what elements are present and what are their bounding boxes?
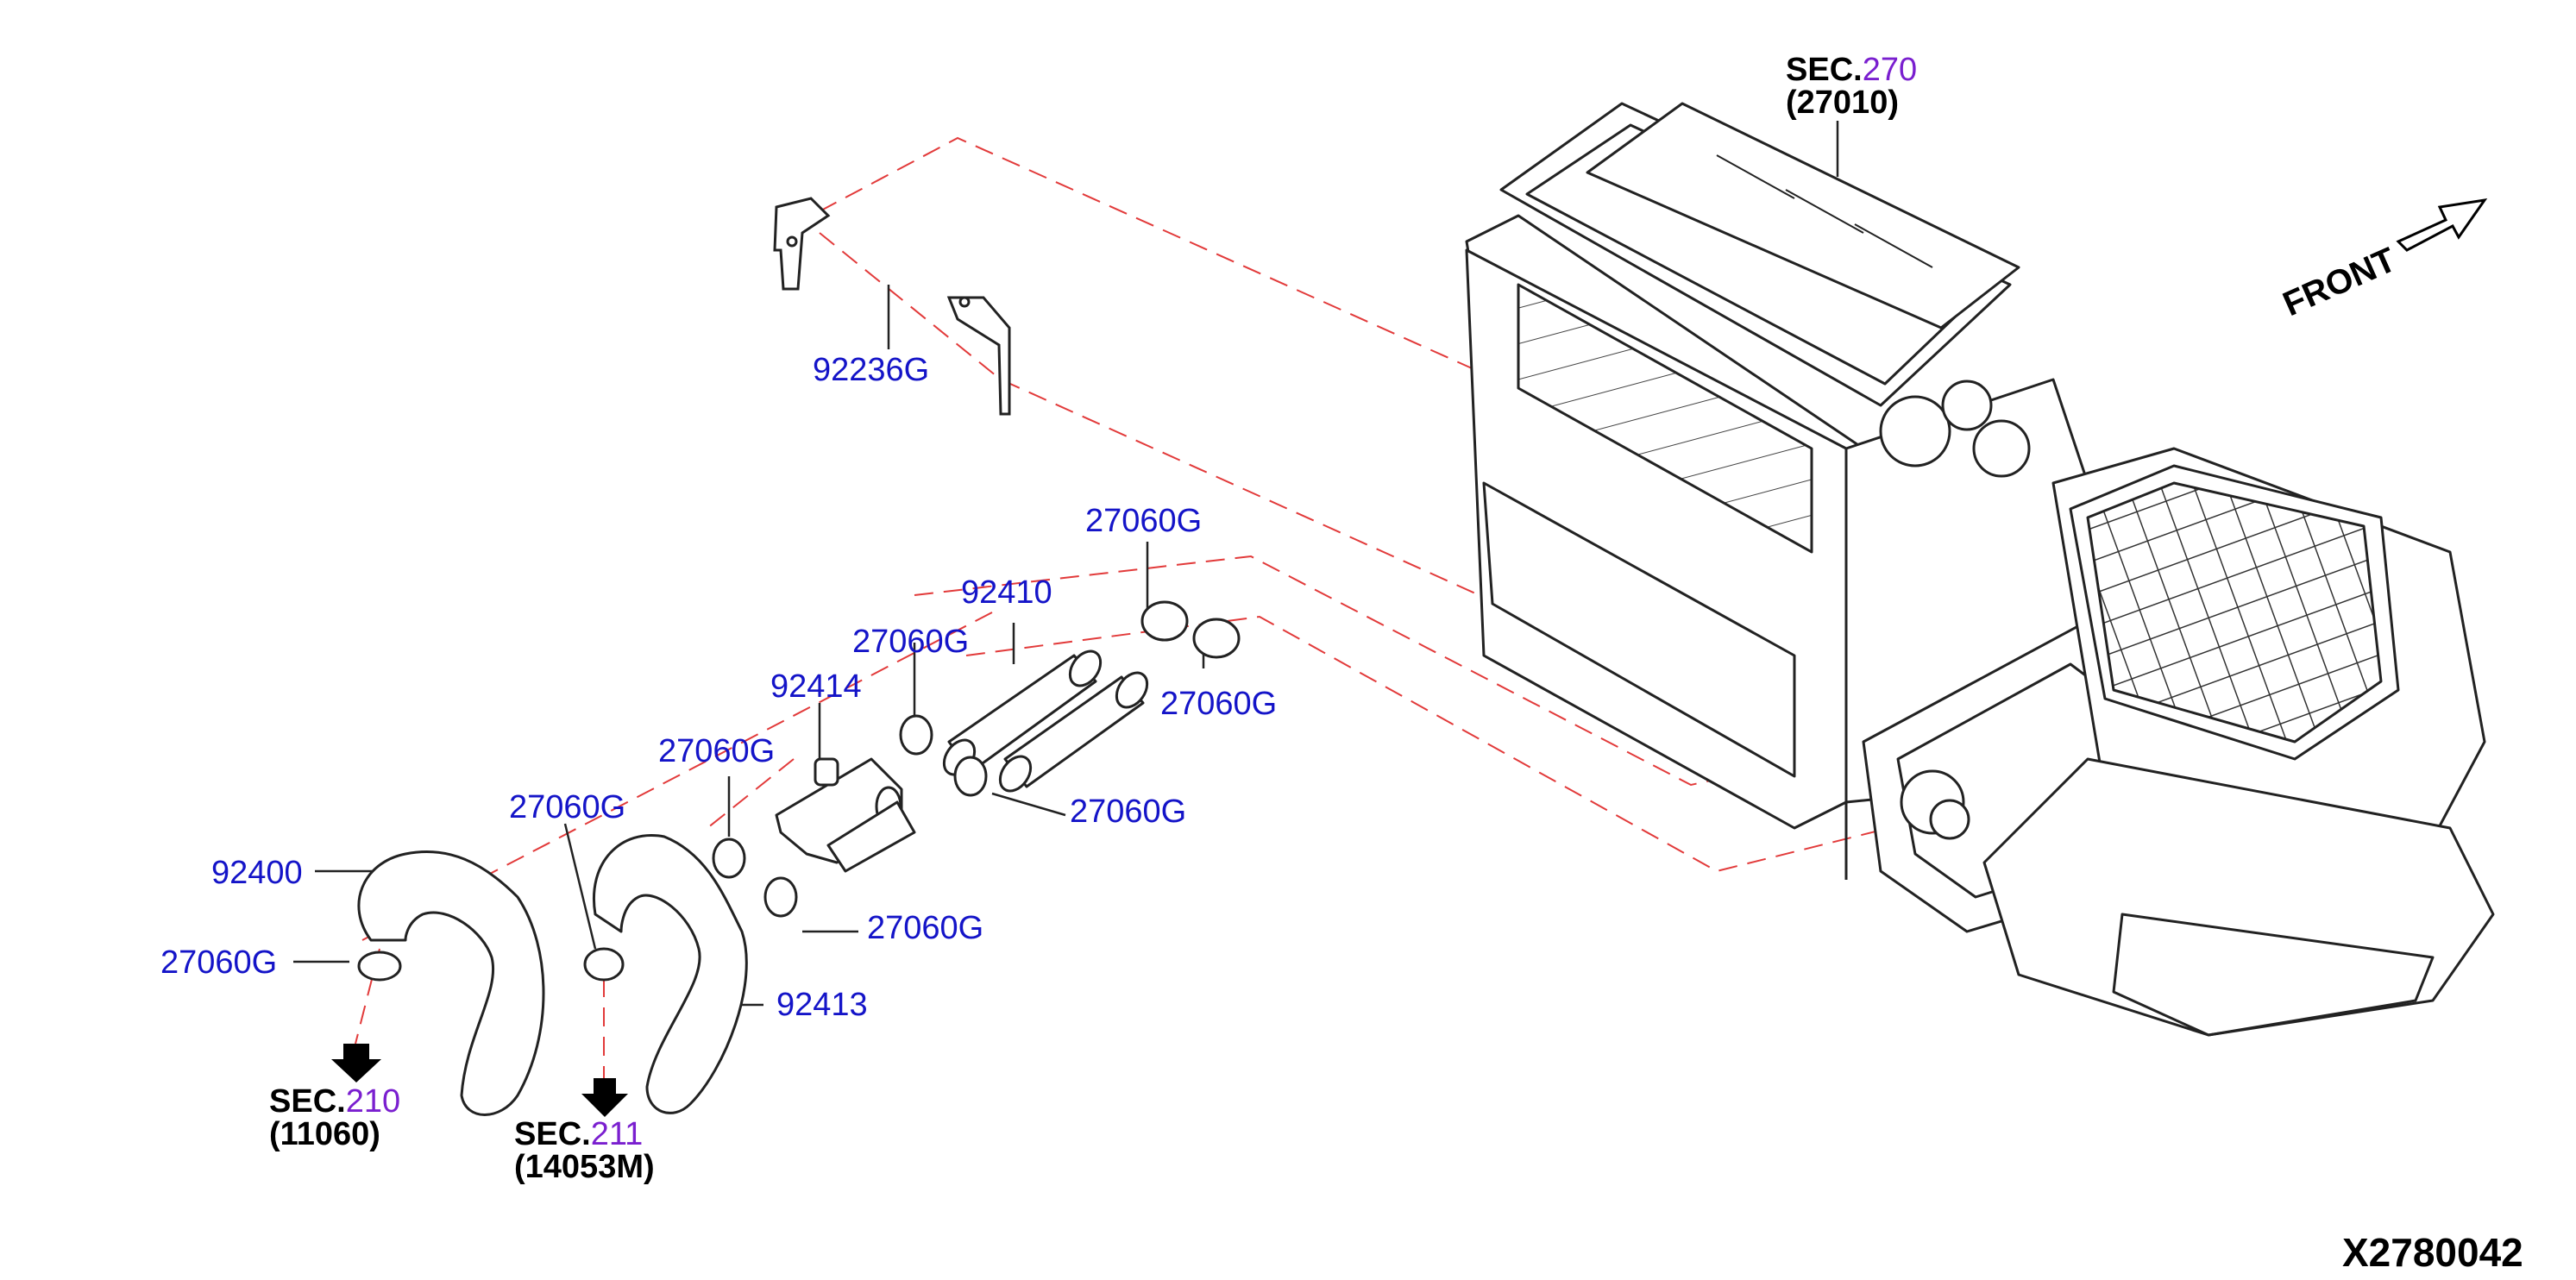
part-label-27060g-top[interactable]: 27060G xyxy=(1085,503,1203,539)
part-label-92413[interactable]: 92413 xyxy=(776,987,868,1023)
part-label-27060g-upper-left[interactable]: 27060G xyxy=(509,789,626,825)
section-code: (14053M) xyxy=(514,1149,655,1185)
part-label-27060g-right[interactable]: 27060G xyxy=(1160,686,1278,722)
figure-id: X2780042 xyxy=(2342,1230,2523,1275)
bracket-92236g xyxy=(773,197,1011,416)
leader-lines xyxy=(293,121,1839,1007)
section-ref-210[interactable]: SEC.210 (11060) xyxy=(269,1085,400,1151)
part-label-27060g-center[interactable]: 27060G xyxy=(1070,794,1187,830)
part-label-92236g[interactable]: 92236G xyxy=(813,352,930,388)
part-label-92410[interactable]: 92410 xyxy=(961,574,1052,611)
heater-unit-assembly xyxy=(1465,102,2495,1037)
section-number: 211 xyxy=(590,1116,644,1152)
section-prefix: SEC. xyxy=(514,1116,591,1152)
section-ref-211[interactable]: SEC.211 (14053M) xyxy=(514,1118,655,1183)
section-prefix: SEC. xyxy=(269,1083,346,1120)
section-code: (11060) xyxy=(269,1116,380,1152)
section-code: (27010) xyxy=(1786,85,1899,121)
part-label-27060g-mid[interactable]: 27060G xyxy=(852,624,970,660)
section-ref-270[interactable]: SEC.270 (27010) xyxy=(1786,53,1917,119)
section-number: 270 xyxy=(1862,52,1918,88)
section-number: 210 xyxy=(345,1083,401,1120)
part-label-27060g-valve[interactable]: 27060G xyxy=(658,733,776,769)
front-arrow xyxy=(2396,198,2488,252)
section-prefix: SEC. xyxy=(1786,52,1863,88)
part-label-92400[interactable]: 92400 xyxy=(211,855,303,891)
part-label-27060g-bottom[interactable]: 27060G xyxy=(867,910,984,946)
hoses xyxy=(357,649,1149,1116)
part-label-27060g-left[interactable]: 27060G xyxy=(160,944,278,981)
clamps xyxy=(357,600,1241,982)
section-arrows xyxy=(331,1044,628,1117)
part-label-92414[interactable]: 92414 xyxy=(770,668,862,705)
